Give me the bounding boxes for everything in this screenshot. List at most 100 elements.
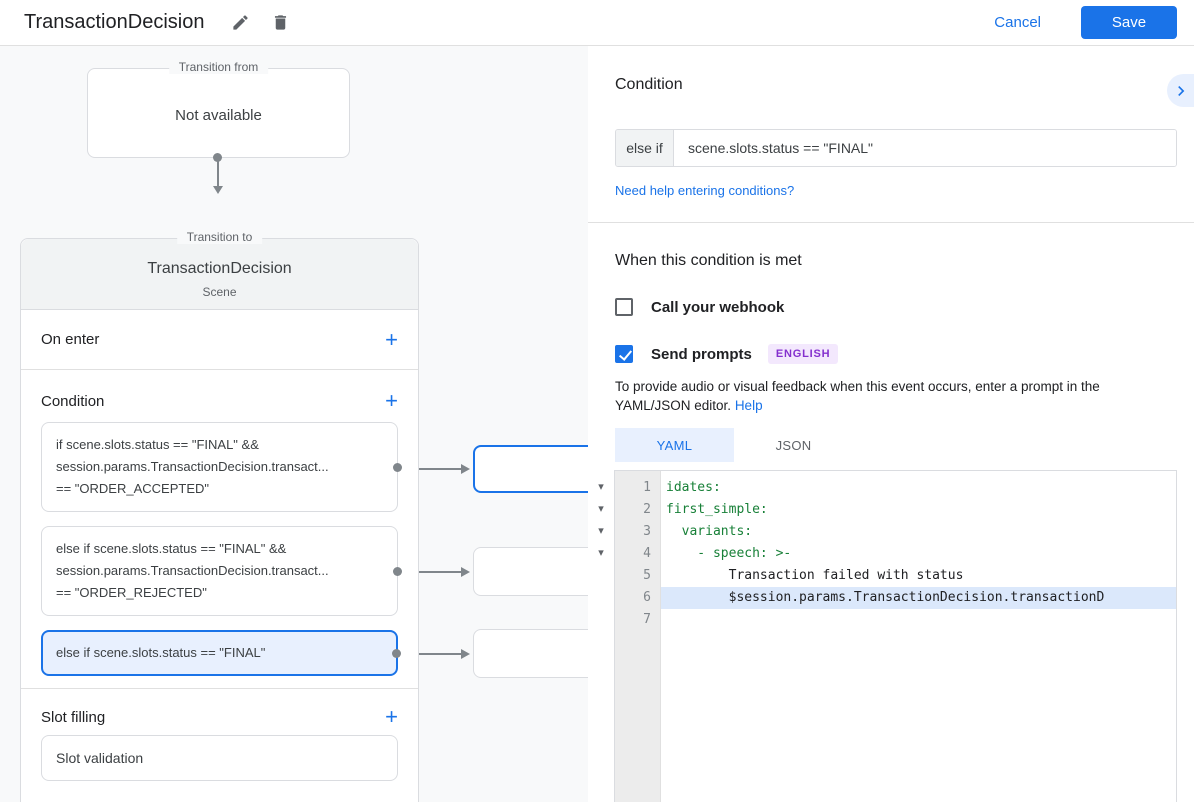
condition-expression-row: else if (615, 129, 1177, 167)
transition-to-box: Transition to TransactionDecision Scene … (20, 230, 419, 802)
transition-target-box[interactable] (473, 445, 590, 493)
call-webhook-checkbox[interactable] (615, 298, 633, 316)
arrow-right-icon (461, 649, 470, 659)
tab-json[interactable]: JSON (775, 437, 812, 453)
condition-card[interactable]: else if scene.slots.status == "FINAL" &&… (41, 526, 402, 616)
scene-header: TransactionDecision Scene (21, 239, 418, 310)
scene-title: TransactionDecision (147, 260, 292, 277)
connector-line (405, 653, 462, 655)
fold-toggle-icon[interactable]: ▾ (598, 503, 604, 515)
divider (588, 222, 1194, 223)
line-number: 7 (643, 612, 651, 627)
condition-text: else if scene.slots.status == "FINAL" (56, 645, 266, 660)
fold-toggle-icon (588, 565, 614, 587)
condition-text: else if scene.slots.status == "FINAL" && (56, 541, 287, 556)
code-line[interactable]: $session.params.TransactionDecision.tran… (661, 587, 1176, 609)
condition-text: session.params.TransactionDecision.trans… (56, 459, 329, 474)
send-prompts-row: Send prompts ENGLISH (615, 344, 1177, 364)
add-condition-icon[interactable]: + (385, 388, 398, 413)
code-line[interactable]: - speech: >- (666, 546, 792, 561)
arrow-down-icon (213, 186, 223, 194)
condition-text: == "ORDER_REJECTED" (56, 585, 207, 600)
connector-dot (213, 153, 222, 162)
conditions-help-link[interactable]: Need help entering conditions? (615, 183, 795, 198)
on-enter-section: On enter + (21, 310, 418, 370)
condition-text: session.params.TransactionDecision.trans… (56, 563, 329, 578)
line-number: 6 (643, 590, 651, 605)
transition-from-box: Transition from Not available (87, 60, 350, 158)
connector-dot (392, 648, 401, 658)
line-number-gutter: 1 2 3 4 5 6 7 (615, 471, 661, 802)
fold-toggle-icon[interactable]: ▾ (598, 547, 604, 559)
transition-target-box[interactable] (473, 629, 590, 678)
connector-line (405, 468, 462, 470)
transition-from-value: Not available (175, 107, 262, 124)
line-number: 3 (643, 524, 651, 539)
fold-toggle-icon[interactable]: ▾ (598, 481, 604, 493)
connector-dot (393, 462, 402, 472)
transition-from-legend: Transition from (168, 60, 269, 74)
tab-yaml[interactable]: YAML (615, 428, 734, 462)
transition-to-legend: Transition to (176, 230, 263, 244)
prompt-help-body: To provide audio or visual feedback when… (615, 379, 1100, 413)
condition-section-label: Condition (41, 392, 105, 410)
language-badge: ENGLISH (767, 344, 839, 364)
scene-subtitle: Scene (202, 285, 237, 299)
transition-target-box[interactable] (473, 547, 590, 596)
condition-card-selected[interactable]: else if scene.slots.status == "FINAL" (41, 630, 401, 676)
condition-text: == "ORDER_ACCEPTED" (56, 481, 209, 496)
connector-dot (393, 566, 402, 576)
yaml-editor: ▾ ▾ ▾ ▾ 1 2 3 4 5 6 7 idates: first_simple: varian… (588, 470, 1177, 802)
line-number: 1 (643, 480, 651, 495)
code-line[interactable]: idates: (666, 480, 721, 495)
send-prompts-checkbox[interactable] (615, 345, 633, 363)
webhook-row: Call your webhook (615, 298, 1177, 316)
editor-box: 1 2 3 4 5 6 7 idates: first_simple: variants: -… (614, 470, 1177, 802)
top-bar: TransactionDecision Cancel Save (0, 0, 1194, 46)
fold-gutter: ▾ ▾ ▾ ▾ (588, 470, 614, 802)
help-link[interactable]: Help (734, 398, 763, 413)
call-webhook-label: Call your webhook (651, 298, 785, 316)
when-condition-heading: When this condition is met (615, 252, 802, 269)
slot-filling-section: Slot filling + Slot validation (21, 689, 418, 781)
fold-toggle-icon[interactable]: ▾ (598, 525, 604, 537)
add-on-enter-icon[interactable]: + (385, 326, 398, 352)
send-prompts-label: Send prompts (651, 345, 752, 363)
cancel-button[interactable]: Cancel (978, 6, 1057, 39)
prompt-help-text: To provide audio or visual feedback when… (615, 377, 1177, 415)
edit-scene-button[interactable] (228, 11, 252, 35)
line-number: 5 (643, 568, 651, 583)
panel-title: Condition (615, 76, 683, 93)
condition-section: Condition + if scene.slots.status == "FI… (21, 370, 418, 689)
slot-filling-label: Slot filling (41, 708, 106, 726)
collapse-panel-button[interactable] (1167, 74, 1194, 107)
save-button[interactable]: Save (1081, 6, 1177, 39)
pencil-icon (233, 15, 248, 30)
condition-expression-input[interactable] (674, 130, 1176, 166)
page-title: TransactionDecision (24, 11, 205, 33)
on-enter-label: On enter (41, 331, 100, 348)
code-line[interactable] (661, 609, 1176, 631)
code-line[interactable]: Transaction failed with status (666, 568, 964, 583)
arrow-right-icon (461, 464, 470, 474)
connector-line (405, 571, 462, 573)
connector-line (217, 158, 219, 186)
line-number: 4 (643, 546, 651, 561)
condition-card[interactable]: if scene.slots.status == "FINAL" && sess… (41, 422, 402, 512)
code-area[interactable]: idates: first_simple: variants: - speech:… (661, 471, 1176, 802)
chevron-right-icon (1178, 85, 1185, 96)
line-number: 2 (643, 502, 651, 517)
slot-validation-card[interactable]: Slot validation (41, 735, 398, 781)
condition-prefix-label: else if (616, 130, 674, 166)
delete-scene-button[interactable] (268, 11, 292, 35)
arrow-right-icon (461, 567, 470, 577)
code-line[interactable]: first_simple: (666, 502, 768, 517)
editor-tabs: YAML JSON (615, 428, 1177, 462)
flow-diagram-canvas: Transition from Not available Transition… (0, 46, 590, 802)
add-slot-icon[interactable]: + (385, 704, 398, 729)
fold-toggle-icon (588, 587, 614, 609)
condition-detail-panel: Condition else if Need help entering con… (588, 46, 1194, 802)
code-line[interactable]: variants: (666, 524, 753, 539)
fold-toggle-icon (588, 609, 614, 631)
